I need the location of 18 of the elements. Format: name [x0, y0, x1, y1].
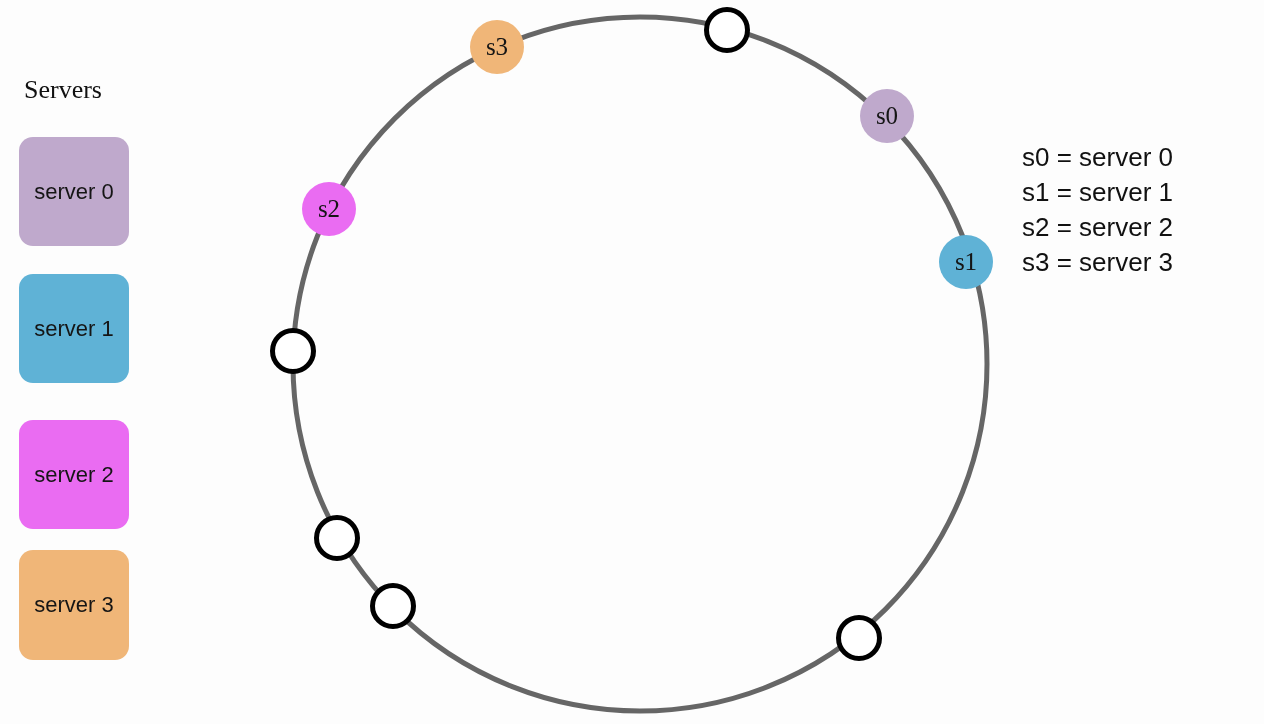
server-point-circle: s1	[939, 235, 993, 289]
server-box: server 3	[19, 550, 129, 660]
section-heading: Servers	[24, 75, 102, 105]
server-point-circle: s3	[470, 20, 524, 74]
mapping-text: s0 = server 0	[1022, 142, 1173, 172]
key-circle	[270, 328, 316, 374]
key-circle	[704, 7, 750, 53]
server-point-circle: s2	[302, 182, 356, 236]
key-circle	[836, 615, 882, 661]
server-box: server 2	[19, 420, 129, 529]
server-point-circle: s0	[860, 89, 914, 143]
key-circle	[314, 515, 360, 561]
mapping-text: s1 = server 1	[1022, 177, 1173, 207]
server-box: server 1	[19, 274, 129, 383]
server-box: server 0	[19, 137, 129, 246]
mapping-text: s2 = server 2	[1022, 212, 1173, 242]
mapping-text: s3 = server 3	[1022, 247, 1173, 277]
key-circle	[370, 583, 416, 629]
